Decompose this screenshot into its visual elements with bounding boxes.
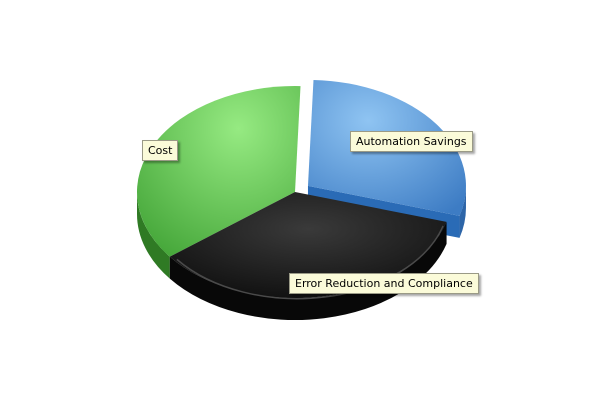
slice-wall [169, 221, 447, 321]
slice-label-error-reduction: Error Reduction and Compliance [289, 273, 479, 294]
slice-wall [137, 192, 170, 279]
slice-rim [176, 225, 444, 300]
slice-error-reduction-and-compliance [169, 192, 447, 321]
slice-wall [459, 185, 466, 238]
slice-cost [137, 86, 301, 279]
slice-top [137, 86, 301, 257]
slice-top [169, 192, 447, 298]
slice-label-automation-savings: Automation Savings [350, 131, 473, 152]
slice-label-cost: Cost [142, 140, 179, 161]
